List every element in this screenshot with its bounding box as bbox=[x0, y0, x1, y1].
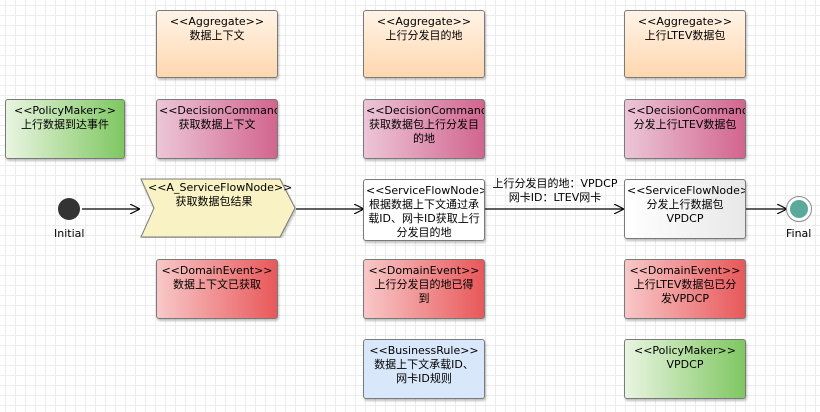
aggregate-upstream-destination[interactable]: <<Aggregate>> 上行分发目的地 bbox=[363, 10, 485, 78]
aggregate-upstream-ltev-packet[interactable]: <<Aggregate>> 上行LTEV数据包 bbox=[624, 10, 746, 78]
edge-label-line1: 上行分发目的地：VPDCP bbox=[492, 177, 618, 190]
stereotype: <<ServiceFlowNode>> bbox=[627, 184, 746, 197]
initial-label: Initial bbox=[54, 227, 85, 240]
node-text: 分发上行数据包 VPDCP bbox=[646, 198, 724, 225]
service-flow-node-dispatch-vpdcp[interactable]: <<ServiceFlowNode>> 分发上行数据包 VPDCP bbox=[624, 179, 746, 239]
stereotype: <<DomainEvent>> bbox=[368, 264, 480, 277]
node-text: 获取数据包结果 bbox=[175, 195, 253, 208]
policy-maker-upstream-arrival[interactable]: <<PolicyMaker>> 上行数据到达事件 bbox=[5, 99, 125, 159]
a-service-flow-node-shape[interactable] bbox=[140, 178, 296, 238]
initial-node[interactable] bbox=[58, 198, 80, 220]
node-text: 上行分发目的地 bbox=[385, 29, 463, 42]
stereotype: <<DomainEvent>> bbox=[161, 264, 273, 277]
decision-command-get-destination[interactable]: <<DecisionCommand>> 获取数据包上行分发目 的地 bbox=[363, 99, 485, 159]
decision-command-get-context[interactable]: <<DecisionCommand>> 获取数据上下文 bbox=[156, 99, 278, 159]
policy-maker-vpdcp[interactable]: <<PolicyMaker>> VPDCP bbox=[624, 339, 746, 399]
node-text: 数据上下文承载ID、 网卡ID规则 bbox=[374, 358, 474, 385]
node-text: 数据上下文已获取 bbox=[173, 278, 261, 291]
node-text: 数据上下文 bbox=[189, 29, 245, 42]
stereotype: <<DecisionCommand>> bbox=[627, 104, 745, 117]
stereotype: <<BusinessRule>> bbox=[369, 344, 479, 357]
a-service-flow-node-text: <<A_ServiceFlowNode>> 获取数据包结果 bbox=[148, 181, 293, 209]
stereotype: <<Aggregate>> bbox=[169, 15, 265, 28]
aggregate-data-context[interactable]: <<Aggregate>> 数据上下文 bbox=[156, 10, 278, 78]
stereotype: <<DecisionCommand>> bbox=[366, 104, 484, 117]
stereotype: <<DecisionCommand>> bbox=[159, 104, 277, 117]
decision-command-dispatch-ltev[interactable]: <<DecisionCommand>> 分发上行LTEV数据包 bbox=[624, 99, 746, 159]
node-text: 分发上行LTEV数据包 bbox=[633, 118, 737, 131]
node-text: 上行数据到达事件 bbox=[21, 118, 109, 131]
final-label: Final bbox=[786, 227, 812, 240]
node-text: 获取数据上下文 bbox=[178, 118, 256, 131]
domain-event-destination-resolved[interactable]: <<DomainEvent>> 上行分发目的地已得 到 bbox=[363, 259, 485, 319]
edge-label-destination: 上行分发目的地：VPDCP 网卡ID：LTEV网卡 bbox=[486, 177, 624, 205]
stereotype: <<PolicyMaker>> bbox=[633, 344, 736, 357]
edge-label-line2: 网卡ID：LTEV网卡 bbox=[508, 191, 602, 204]
domain-event-context-fetched[interactable]: <<DomainEvent>> 数据上下文已获取 bbox=[156, 259, 278, 319]
stereotype: <<A_ServiceFlowNode>> bbox=[148, 181, 293, 194]
stereotype: <<Aggregate>> bbox=[637, 15, 733, 28]
service-flow-node-resolve-destination[interactable]: <<ServiceFlowNode>> 根据数据上下文通过承 载ID、网卡ID获… bbox=[363, 179, 485, 241]
stereotype: <<ServiceFlowNode>> bbox=[366, 184, 485, 197]
node-text: 根据数据上下文通过承 载ID、网卡ID获取上行 分发目的地 bbox=[368, 198, 480, 239]
node-text: 上行LTEV数据包 bbox=[644, 29, 726, 42]
stereotype: <<PolicyMaker>> bbox=[13, 104, 116, 117]
business-rule-bearer-nic[interactable]: <<BusinessRule>> 数据上下文承载ID、 网卡ID规则 bbox=[363, 339, 485, 399]
node-text: VPDCP bbox=[666, 358, 704, 371]
node-text: 获取数据包上行分发目 的地 bbox=[369, 118, 479, 145]
domain-event-ltev-dispatched[interactable]: <<DomainEvent>> 上行LTEV数据包已分 发VPDCP bbox=[624, 259, 746, 319]
stereotype: <<Aggregate>> bbox=[376, 15, 472, 28]
node-text: 上行分发目的地已得 到 bbox=[374, 278, 474, 305]
node-text: 上行LTEV数据包已分 发VPDCP bbox=[633, 278, 737, 305]
stereotype: <<DomainEvent>> bbox=[629, 264, 741, 277]
final-node-inner bbox=[790, 200, 808, 218]
